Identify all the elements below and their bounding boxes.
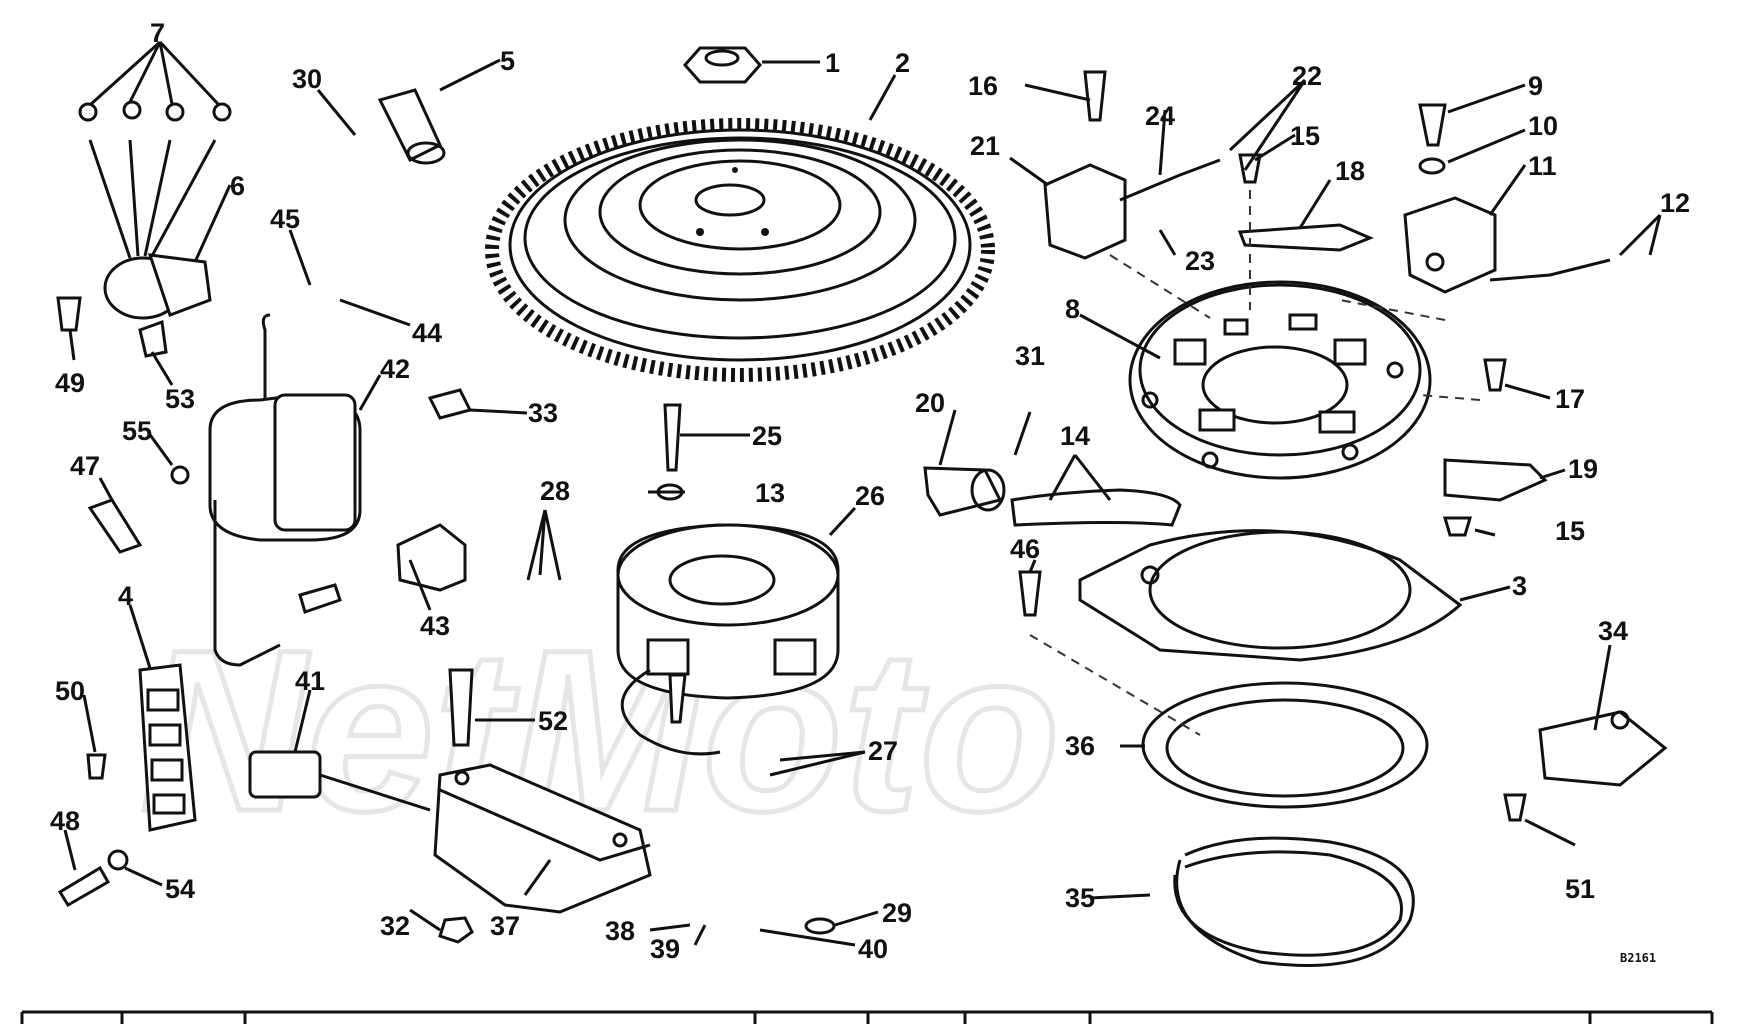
callout-22: 22	[1292, 61, 1322, 91]
assembly-lines	[1029, 190, 1481, 736]
leader-lines	[63, 40, 1662, 947]
callout-12: 12	[1660, 188, 1690, 218]
callout-6: 6	[230, 171, 245, 201]
callout-34: 34	[1598, 616, 1628, 646]
part-5-terminal-boot	[377, 88, 446, 165]
callout-52: 52	[538, 706, 568, 736]
callout-10: 10	[1528, 111, 1558, 141]
callout-45: 45	[270, 204, 300, 234]
callout-36: 36	[1065, 731, 1095, 761]
callout-2: 2	[895, 48, 910, 78]
part-26-charge-coil	[616, 523, 840, 756]
part-42-ignition-coil	[208, 313, 362, 667]
part-14-sleeve	[1010, 488, 1182, 527]
callout-24: 24	[1145, 101, 1175, 131]
part-41-connector	[248, 750, 431, 812]
callout-50: 50	[55, 676, 85, 706]
fasteners	[56, 70, 1527, 944]
callout-30: 30	[292, 64, 322, 94]
part-33-clip	[427, 388, 473, 420]
callout-25: 25	[752, 421, 782, 451]
callout-27: 27	[868, 736, 898, 766]
callout-44: 44	[412, 318, 442, 348]
callout-54: 54	[165, 874, 195, 904]
callout-37: 37	[490, 911, 520, 941]
callout-48: 48	[50, 806, 80, 836]
callout-35: 35	[1065, 883, 1095, 913]
part-7-rectifier-leads	[78, 100, 232, 122]
part-3-retainer-plate	[1078, 529, 1463, 662]
callout-51: 51	[1565, 874, 1595, 904]
callout-21: 21	[970, 131, 1000, 161]
callout-1: 1	[825, 48, 840, 78]
table-header-strip	[20, 1010, 1714, 1024]
callout-41: 41	[295, 666, 325, 696]
part-4-terminal-block	[138, 663, 197, 832]
callouts: 1 2 3 4 5 6 7 8 9 10 11 12 13 14 15 15 1…	[50, 18, 1690, 964]
callout-47: 47	[70, 451, 100, 481]
callout-4: 4	[118, 581, 133, 611]
callout-9: 9	[1528, 71, 1543, 101]
callout-3: 3	[1512, 571, 1527, 601]
callout-14: 14	[1060, 421, 1090, 451]
callout-32: 32	[380, 911, 410, 941]
part-36-bearing-ring	[1141, 681, 1429, 809]
part-19-bracket	[1443, 458, 1548, 502]
part-11-sensor	[1403, 196, 1611, 294]
callout-16: 16	[968, 71, 998, 101]
callout-28: 28	[540, 476, 570, 506]
callout-40: 40	[858, 934, 888, 964]
part-20-boot	[923, 466, 1006, 517]
callout-49: 49	[55, 368, 85, 398]
part-2-flywheel	[485, 118, 995, 382]
callout-26: 26	[855, 481, 885, 511]
flywheel-gear-ring	[485, 118, 995, 382]
callout-53: 53	[165, 384, 195, 414]
callout-29: 29	[882, 898, 912, 928]
part-8-stator-plate	[1128, 280, 1432, 480]
part-37-power-pack	[433, 763, 652, 914]
callout-55: 55	[122, 416, 152, 446]
callout-31: 31	[1015, 341, 1045, 371]
part-35-snap-ring	[1173, 836, 1415, 967]
callout-19: 19	[1568, 454, 1598, 484]
part-6-rectifier	[88, 139, 217, 320]
callout-39: 39	[650, 934, 680, 964]
callout-42: 42	[380, 354, 410, 384]
part-18-clip	[1237, 223, 1374, 252]
callout-5: 5	[500, 46, 515, 76]
callout-43: 43	[420, 611, 450, 641]
part-34-clip	[1538, 710, 1668, 787]
callout-7: 7	[150, 18, 165, 48]
callout-20: 20	[915, 388, 945, 418]
callout-23: 23	[1185, 246, 1215, 276]
callout-13: 13	[755, 478, 785, 508]
callout-33: 33	[528, 398, 558, 428]
callout-38: 38	[605, 916, 635, 946]
callout-8: 8	[1065, 294, 1080, 324]
callout-18: 18	[1335, 156, 1365, 186]
part-21-timer-base	[1043, 158, 1221, 260]
callout-15a: 15	[1290, 121, 1320, 151]
figure-code: B2161	[1620, 951, 1656, 965]
callout-17: 17	[1555, 384, 1585, 414]
part-1-flywheel-nut	[682, 46, 763, 84]
callout-11: 11	[1528, 151, 1557, 181]
callout-46: 46	[1010, 534, 1040, 564]
callout-15b: 15	[1555, 516, 1585, 546]
